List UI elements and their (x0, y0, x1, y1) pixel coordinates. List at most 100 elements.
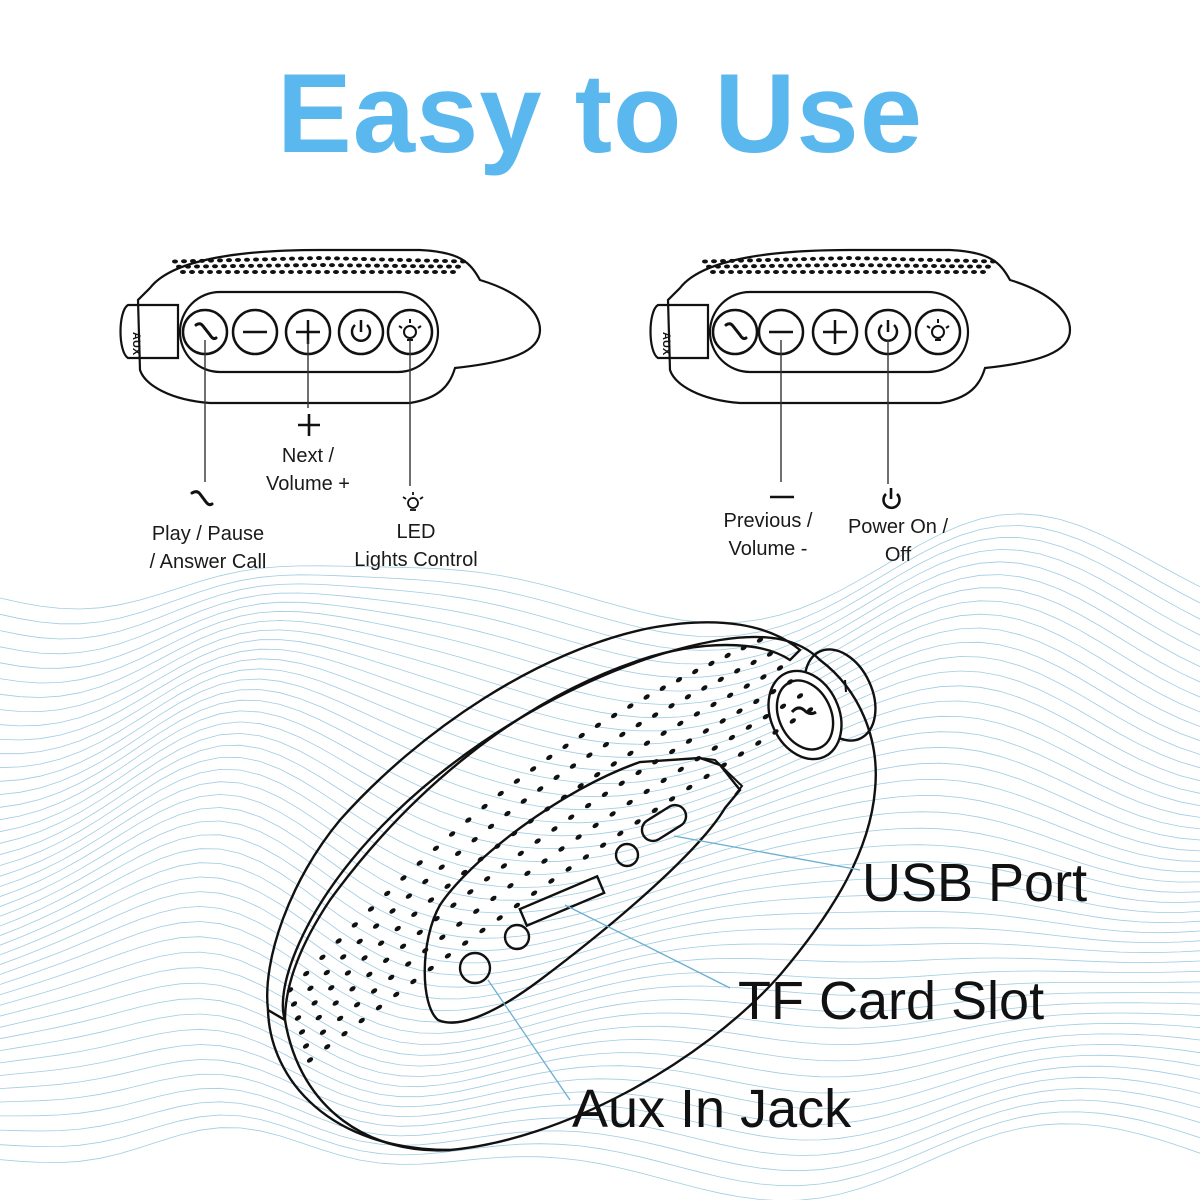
grille-hole (370, 988, 378, 994)
grille-hole (342, 270, 348, 274)
grille-hole (617, 830, 624, 837)
grille-hole (416, 860, 423, 866)
grille-hole (953, 270, 959, 274)
usb-port-label: USB Port (862, 853, 1088, 913)
grille-hole (208, 258, 214, 263)
grille-hole (419, 264, 425, 269)
grille-hole (530, 890, 538, 896)
grille-hole (773, 270, 779, 274)
grille-hole (592, 822, 599, 829)
phone-button[interactable] (755, 659, 856, 771)
grille-hole (455, 264, 461, 269)
grille-hole (529, 766, 537, 772)
grille-hole (710, 701, 717, 708)
power-button[interactable] (864, 308, 912, 356)
grille-hole (349, 986, 356, 992)
grille-hole (198, 270, 204, 274)
wave-line (0, 1013, 1200, 1088)
grille-hole (389, 908, 396, 914)
port-indicator (614, 842, 640, 868)
grille-hole (460, 259, 466, 264)
phone-button[interactable] (711, 308, 759, 356)
grille-hole (369, 270, 375, 274)
led-button[interactable] (914, 308, 962, 356)
grille-hole (594, 772, 601, 778)
grille-hole (467, 889, 474, 895)
grille-hole (226, 258, 232, 263)
power-icon (350, 320, 372, 342)
grille-hole (341, 1031, 348, 1037)
grille-hole (711, 745, 718, 751)
speaker-body-outline (649, 248, 1072, 405)
grille-hole (324, 270, 330, 274)
grille-hole (796, 693, 804, 699)
grille-hole (562, 743, 569, 749)
grille-hole (935, 270, 941, 274)
grille-hole (379, 257, 385, 262)
speaker-body (281, 635, 877, 1152)
grille-hole (332, 1000, 339, 1006)
grille-hole (410, 978, 417, 985)
grille-hole (724, 652, 731, 659)
grille-hole (315, 270, 321, 274)
grille-hole (717, 676, 724, 683)
grille-hole (432, 270, 438, 274)
grille-hole (189, 270, 195, 274)
grille-hole (891, 257, 897, 262)
grille-hole (352, 256, 358, 261)
phone-button[interactable] (181, 308, 229, 356)
tf-card-slot[interactable] (518, 874, 606, 928)
grille-hole (473, 908, 480, 914)
grille-hole (728, 734, 736, 741)
speaker-perspective-view (266, 621, 877, 1152)
aux-jack[interactable] (458, 951, 492, 985)
grille-hole (651, 807, 658, 813)
grille-hole (872, 270, 878, 274)
grille-hole (809, 270, 815, 274)
grille-hole (433, 258, 439, 263)
grille-hole (770, 689, 777, 695)
wave-line (0, 699, 1200, 811)
grille-hole (319, 954, 326, 960)
power-button[interactable] (337, 308, 385, 356)
grille-hole (481, 803, 488, 810)
grille-hole (335, 938, 342, 944)
grille-hole (442, 259, 448, 263)
wave-line (0, 1099, 1200, 1172)
bulb-icon (926, 319, 950, 341)
aux-mark: AUX (660, 332, 672, 356)
speaker-grille-shell (266, 621, 802, 1023)
grille-hole (738, 258, 744, 263)
speaker-grille (172, 256, 466, 274)
grille-hole (746, 270, 752, 274)
grille-hole (303, 970, 310, 977)
led-button[interactable] (386, 308, 434, 356)
grille-hole (510, 830, 518, 837)
grille-hole (772, 729, 779, 735)
grille-hole (541, 858, 548, 864)
grille-hole (375, 1004, 383, 1011)
grille-hole (319, 1029, 327, 1035)
grille-hole (513, 778, 521, 784)
minus-button[interactable] (231, 308, 279, 356)
plus-button[interactable] (811, 308, 859, 356)
wave-line (0, 1087, 1200, 1156)
wave-line (0, 670, 1200, 785)
grille-hole (239, 263, 245, 268)
grille-hole (828, 256, 834, 261)
grille-hole (909, 257, 915, 262)
grille-hole (248, 263, 254, 268)
grille-hole (212, 264, 218, 269)
grille-hole (367, 906, 375, 912)
port-pointer-lines (487, 835, 861, 1101)
grille-hole (635, 721, 642, 728)
usb-port[interactable] (638, 801, 690, 845)
grille-hole (619, 731, 626, 738)
grille-hole (669, 748, 676, 755)
grille-hole (565, 866, 572, 872)
grille-hole (890, 270, 896, 274)
grille-hole (702, 259, 708, 264)
wave-line (0, 951, 1200, 1045)
grille-hole (568, 814, 575, 820)
